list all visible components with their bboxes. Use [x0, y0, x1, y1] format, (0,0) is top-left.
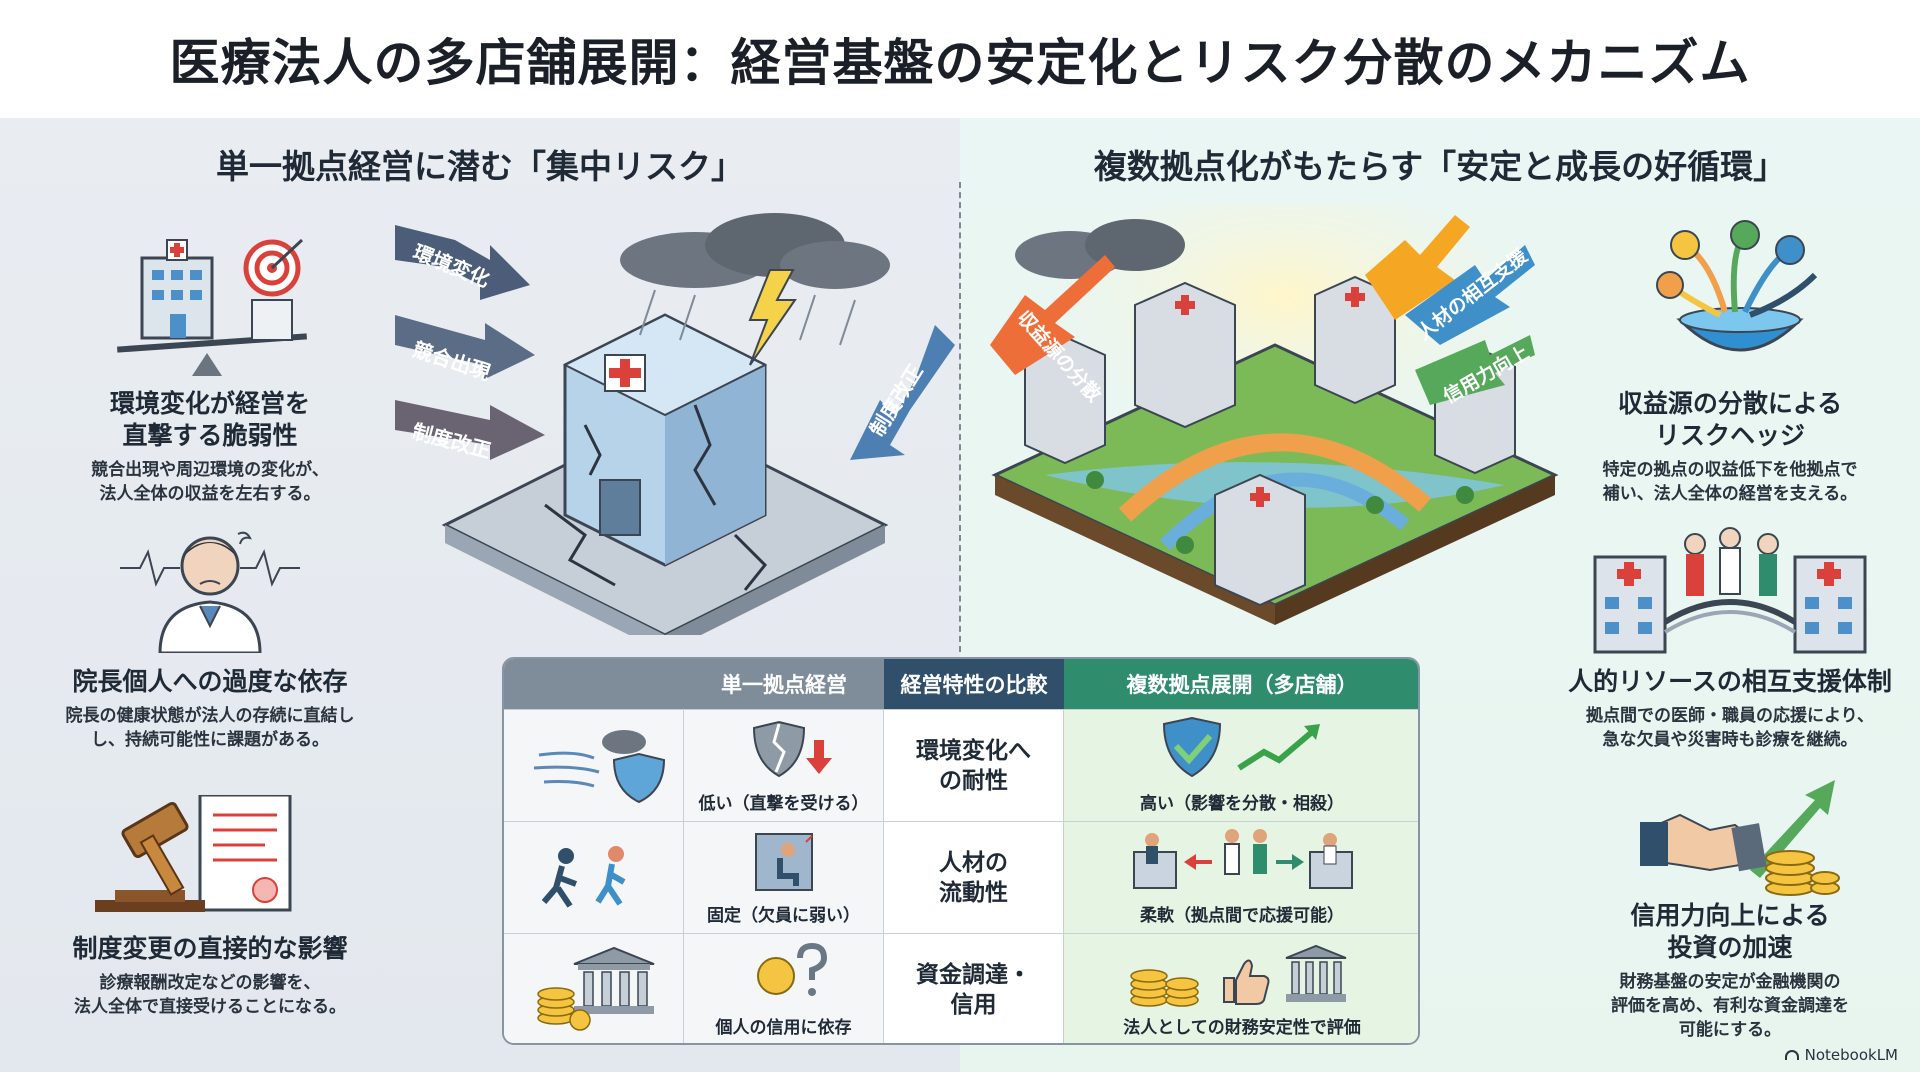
comparison-table: 単一拠点経営 経営特性の比較 複数拠点展開（多店舗） 低い（直撃を受ける） 環境… — [502, 657, 1420, 1045]
row-compare-cell: 環境変化への耐性 — [884, 710, 1064, 822]
revenue-bowl-icon — [1656, 220, 1818, 352]
header-comparison: 経営特性の比較 — [884, 659, 1064, 709]
single-staff-value: 固定（欠員に弱い） — [707, 906, 860, 926]
table-row: 固定（欠員に弱い） 人材の流動性 柔軟（拠点間で応援可能） — [504, 821, 1418, 934]
cracked-shield-down-icon — [752, 720, 832, 778]
page-title: 医療法人の多店舗展開：経営基盤の安定化とリスク分散のメカニズム — [169, 34, 1751, 92]
row-single-cell: 固定（欠員に弱い） — [684, 822, 884, 934]
row-single-cell: 個人の信用に依存 — [684, 934, 884, 1043]
brand-label: NotebookLM — [1804, 1046, 1898, 1064]
feature-director-dependence: 院長個人への過度な依存 院長の健康状態が法人の存続に直結し し、持続可能性に課題… — [65, 667, 355, 750]
coin-question-icon — [757, 942, 828, 996]
header-single-site: 単一拠点経営 — [684, 659, 884, 709]
feature-mutual-support: 人的リソースの相互支援体制 拠点間での医師・職員の応援により、 急な欠員や災害時… — [1568, 667, 1892, 750]
row-icon-cell — [504, 822, 684, 934]
feature-vulnerability: 環境変化が経営を 直撃する脆弱性 競合出現や周辺環境の変化が、 法人全体の収益を… — [91, 389, 329, 504]
feature-revenue-hedge: 収益源の分散による リスクヘッジ 特定の拠点の収益低下を他拠点で 補い、法人全体… — [1602, 389, 1858, 504]
row-multi-cell: 柔軟（拠点間で応援可能） — [1064, 822, 1418, 934]
staff-bridge-icon — [1593, 527, 1867, 654]
seated-person-icon — [755, 833, 813, 891]
right-heading: 複数拠点化がもたらす「安定と成長の好循環」 — [1093, 147, 1787, 186]
network-hospitals-illustration — [990, 205, 1559, 625]
gavel-document-icon — [95, 795, 292, 912]
coins-thumbs-bank-icon — [1130, 944, 1347, 1007]
table-row: 低い（直撃を受ける） 環境変化への耐性 高い（影響を分散・相殺） — [504, 709, 1418, 822]
scale-hospital-icon — [117, 238, 307, 376]
row-icon-cell — [504, 710, 684, 822]
row-multi-cell: 高い（影響を分散・相殺） — [1064, 710, 1418, 822]
storm-building-illustration — [395, 213, 955, 635]
left-heading: 単一拠点経営に潜む「集中リスク」 — [216, 147, 744, 186]
bank-coins-question-icon — [537, 946, 655, 1031]
notebooklm-icon — [1784, 1050, 1799, 1060]
brand-mark: NotebookLM — [1784, 1046, 1898, 1064]
shield-check-growth-icon — [1162, 716, 1320, 778]
center-divider — [959, 182, 961, 652]
multi-staff-value: 柔軟（拠点間で応援可能） — [1140, 906, 1344, 926]
running-people-icon — [541, 846, 626, 908]
header-blank — [504, 659, 684, 709]
row-multi-cell: 法人としての財務安定性で評価 — [1064, 934, 1418, 1043]
feature-credit-investment: 信用力向上による 投資の加速 財務基盤の安定が金融機関の 評価を高め、有利な資金… — [1611, 901, 1849, 1040]
row-single-cell: 低い（直撃を受ける） — [684, 710, 884, 822]
multi-finance-value: 法人としての財務安定性で評価 — [1123, 1018, 1361, 1038]
wind-shield-icon — [533, 730, 666, 804]
stressed-doctor-icon — [120, 531, 300, 653]
single-finance-value: 個人の信用に依存 — [715, 1018, 852, 1038]
row-icon-cell — [504, 934, 684, 1043]
single-resilience-value: 低い（直撃を受ける） — [698, 794, 869, 814]
title-bar: 医療法人の多店舗展開：経営基盤の安定化とリスク分散のメカニズム — [0, 0, 1920, 118]
row-compare-cell: 資金調達・信用 — [884, 934, 1064, 1043]
table-header: 単一拠点経営 経営特性の比較 複数拠点展開（多店舗） — [504, 659, 1418, 709]
row-compare-cell: 人材の流動性 — [884, 822, 1064, 934]
feature-regulatory-impact: 制度変更の直接的な影響 診療報酬改定などの影響を、 法人全体で直接受けることにな… — [72, 934, 348, 1017]
header-multi-site: 複数拠点展開（多店舗） — [1064, 659, 1418, 709]
handshake-coins-icon — [1640, 780, 1840, 896]
staff-transfer-icon — [1133, 829, 1353, 889]
multi-resilience-value: 高い（影響を分散・相殺） — [1140, 794, 1344, 814]
table-row: 個人の信用に依存 資金調達・信用 法人としての財務安定性で評価 — [504, 933, 1418, 1043]
